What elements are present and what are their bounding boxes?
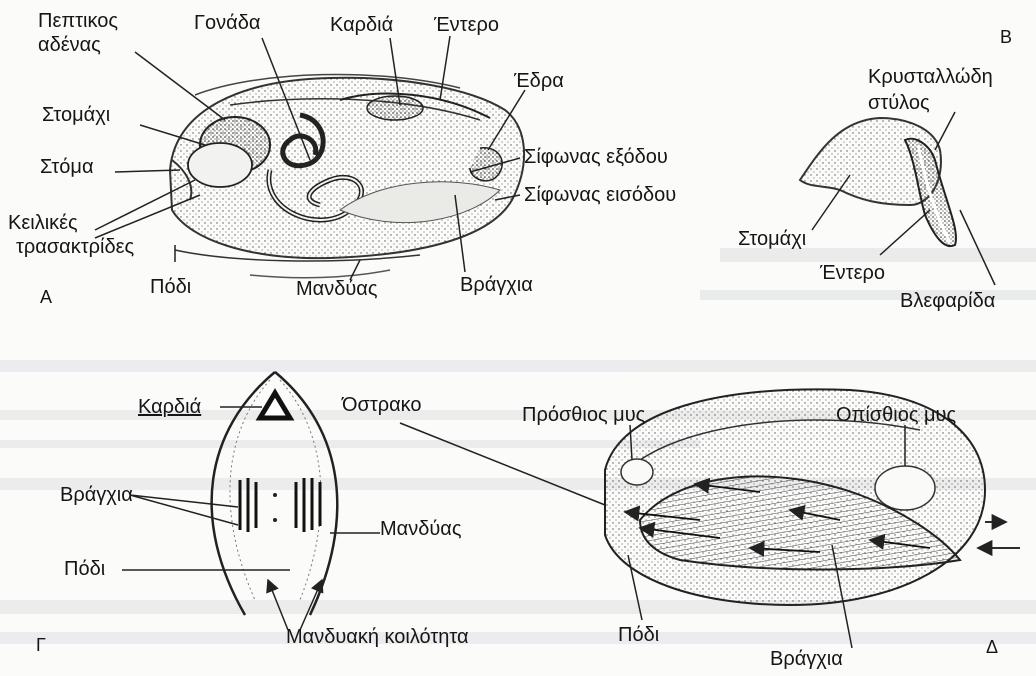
label-cilium: Βλεφαρίδα bbox=[900, 290, 995, 312]
label-gills-a: Βράγχια bbox=[460, 274, 533, 296]
label-foot-d: Πόδι bbox=[618, 624, 659, 646]
label-crystalline-style-line1: Κρυσταλλώδη bbox=[868, 66, 993, 88]
panel-b-stomach-illustration bbox=[800, 118, 956, 246]
label-intestine-b: Έντερο bbox=[820, 262, 885, 284]
label-labial-palps-line1: Κειλικές bbox=[8, 212, 78, 234]
label-mantle-a: Μανδύας bbox=[296, 278, 378, 300]
label-shell: Όστρακο bbox=[342, 394, 422, 416]
label-mouth: Στόμα bbox=[40, 156, 94, 178]
label-foot-a: Πόδι bbox=[150, 276, 191, 298]
label-stomach-b: Στομάχι bbox=[738, 228, 806, 250]
label-gills-c: Βράγχια bbox=[60, 484, 133, 506]
panel-label-d: Δ bbox=[986, 636, 998, 658]
label-intestine-a: Έντερο bbox=[434, 14, 499, 36]
label-mantle-c: Μανδύας bbox=[380, 518, 462, 540]
label-mantle-cavity: Μανδυακή κοιλότητα bbox=[286, 626, 469, 648]
label-heart-a: Καρδιά bbox=[330, 14, 393, 36]
panel-label-a: Α bbox=[40, 286, 52, 308]
label-heart-c: Καρδιά bbox=[138, 396, 201, 418]
label-labial-palps-line2: τρασακτρίδες bbox=[16, 236, 134, 258]
label-inhalant-siphon: Σίφωνας εισόδου bbox=[524, 184, 676, 206]
label-gills-d: Βράγχια bbox=[770, 648, 843, 670]
label-foot-c: Πόδι bbox=[64, 558, 105, 580]
panel-label-b: Β bbox=[1000, 26, 1012, 48]
panel-label-c: Γ bbox=[36, 634, 46, 656]
label-exhalant-siphon: Σίφωνας εξόδου bbox=[524, 146, 668, 168]
label-digestive-gland-line1: Πεπτικος bbox=[38, 10, 118, 32]
label-posterior-muscle: Οπίσθιος μυς bbox=[836, 404, 956, 426]
label-stomach-a: Στομάχι bbox=[42, 104, 110, 126]
panel-d-open-clam bbox=[605, 389, 1020, 605]
label-digestive-gland-line2: αδένας bbox=[38, 34, 101, 56]
label-anterior-muscle: Πρόσθιος μυς bbox=[522, 404, 645, 426]
panel-a-clam-illustration bbox=[170, 74, 524, 277]
panel-c-cross-section bbox=[212, 372, 338, 615]
label-crystalline-style-line2: στύλος bbox=[868, 92, 930, 114]
label-anus: Έδρα bbox=[514, 70, 564, 92]
label-gonad: Γονάδα bbox=[194, 12, 260, 34]
